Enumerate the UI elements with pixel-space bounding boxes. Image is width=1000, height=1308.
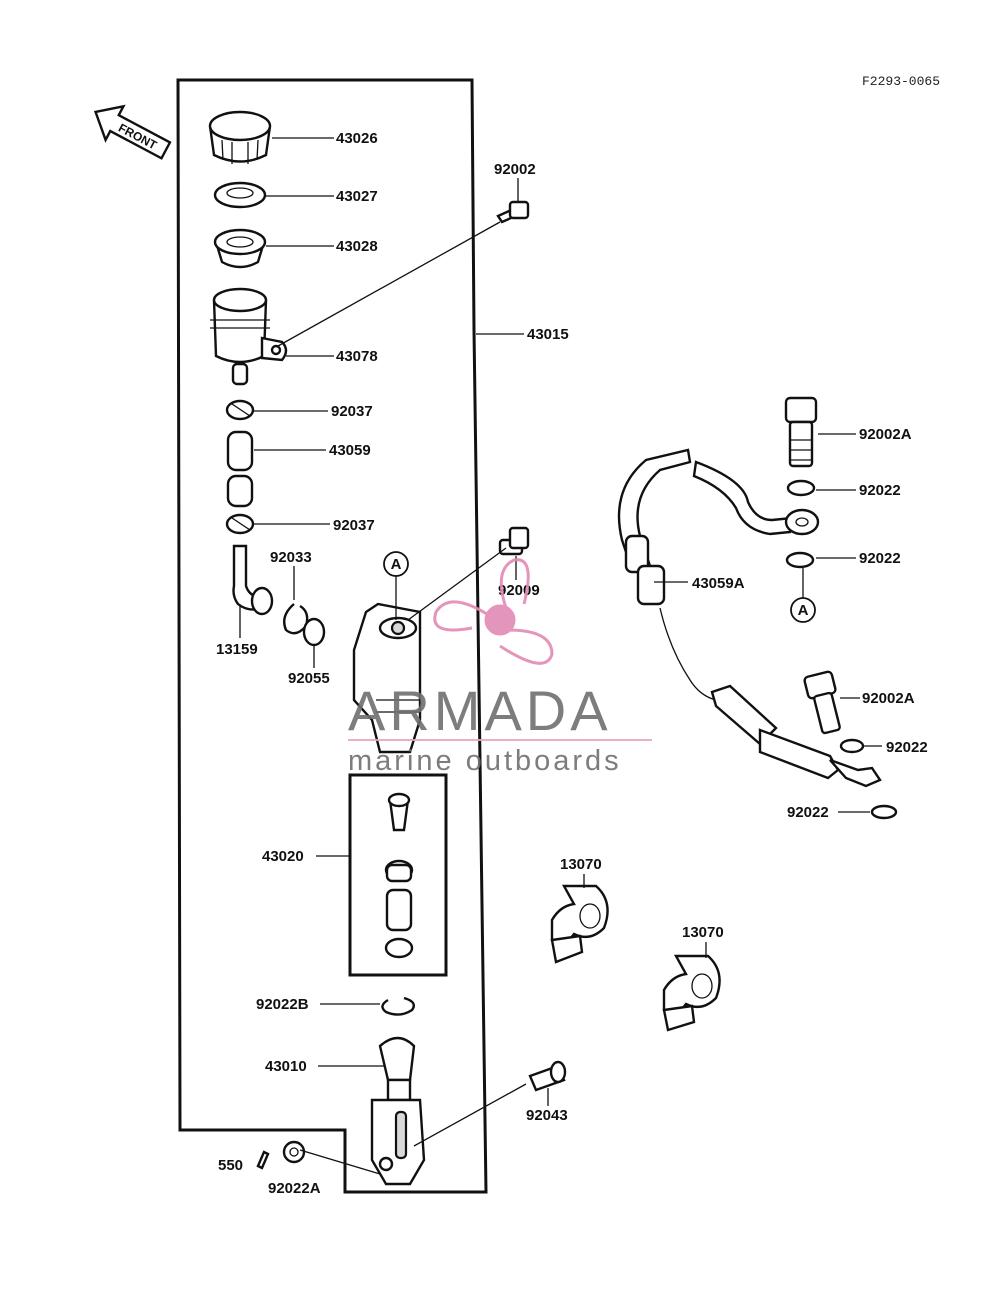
hose-clamp-lower-part	[225, 513, 255, 535]
label-92037-lower: 92037	[333, 517, 375, 534]
ref-marker-a-right: A	[790, 568, 816, 623]
label-43078: 43078	[336, 348, 378, 365]
crush-washer-3-part	[839, 738, 865, 754]
label-92022-1: 92022	[859, 482, 901, 499]
elbow-fitting-part	[232, 544, 274, 616]
diaphragm-plate-part	[213, 181, 267, 209]
label-92055: 92055	[288, 670, 330, 687]
circlip-part	[283, 603, 309, 635]
hose-clamp-top-part	[225, 399, 255, 421]
label-550: 550	[218, 1157, 243, 1174]
master-cylinder-bolt-part	[498, 526, 530, 556]
crush-washer-4-part	[870, 804, 898, 820]
cotter-pin-part	[256, 1150, 270, 1170]
label-43026: 43026	[336, 130, 378, 147]
reservoir-hose-part	[226, 430, 254, 508]
label-92033: 92033	[270, 549, 312, 566]
label-13070-2: 13070	[682, 924, 724, 941]
reference-code: F2293-0065	[862, 74, 940, 89]
hose-clamp-1-part	[550, 884, 609, 964]
crush-washer-2-part	[785, 551, 815, 569]
label-43028: 43028	[336, 238, 378, 255]
propeller-logo-icon	[433, 558, 554, 665]
label-92009: 92009	[498, 582, 540, 599]
label-92022-3: 92022	[886, 739, 928, 756]
label-13070-1: 13070	[560, 856, 602, 873]
label-43027: 43027	[336, 188, 378, 205]
reservoir-cap-part	[208, 110, 272, 164]
label-92022b: 92022B	[256, 996, 309, 1013]
watermark-tagline: marine outboards	[348, 745, 622, 777]
label-43059: 43059	[329, 442, 371, 459]
front-direction-arrow: FRONT	[93, 104, 172, 160]
banjo-bolt-top-part	[784, 396, 818, 468]
crush-washer-1-part	[786, 479, 816, 497]
label-43059a: 43059A	[692, 575, 745, 592]
ref-marker-a-left: A	[383, 551, 409, 620]
label-92002a-top: 92002A	[859, 426, 912, 443]
piston-kit-frame	[348, 773, 448, 977]
diaphragm-part	[213, 228, 267, 269]
label-92043: 92043	[526, 1107, 568, 1124]
banjo-fitting-top-part	[784, 508, 820, 536]
clevis-pin-part	[528, 1060, 567, 1092]
leader-lines	[239, 137, 882, 1175]
assembly-frame-43015	[176, 78, 488, 1194]
watermark-brand: ARMADA	[348, 679, 612, 742]
label-92037-top: 92037	[331, 403, 373, 420]
brake-hose-part	[617, 448, 882, 788]
label-92002: 92002	[494, 161, 536, 178]
label-43015: 43015	[527, 326, 569, 343]
o-ring-part	[302, 617, 326, 647]
hose-clamp-2-part	[662, 954, 721, 1032]
washer-bottom-part	[282, 1140, 306, 1164]
label-43020: 43020	[262, 848, 304, 865]
banjo-bolt-lower-part	[803, 670, 841, 735]
ref-marker-a-left-text: A	[391, 556, 402, 573]
label-92002a-mid: 92002A	[862, 690, 915, 707]
label-92022a-bottom: 92022A	[268, 1180, 321, 1197]
armada-watermark: ARMADA marine outboards	[348, 558, 652, 777]
reservoir-bolt-part	[496, 200, 530, 224]
reservoir-body-part	[210, 287, 288, 386]
label-92022-4: 92022	[787, 804, 829, 821]
push-rod-part	[370, 1036, 426, 1186]
label-92022-2: 92022	[859, 550, 901, 567]
piston-kit-parts	[384, 792, 414, 959]
piston-circlip-part	[381, 996, 415, 1016]
label-43010: 43010	[265, 1058, 307, 1075]
ref-marker-a-right-text: A	[798, 602, 809, 619]
label-13159: 13159	[216, 641, 258, 658]
master-cylinder-body-part	[352, 602, 422, 754]
